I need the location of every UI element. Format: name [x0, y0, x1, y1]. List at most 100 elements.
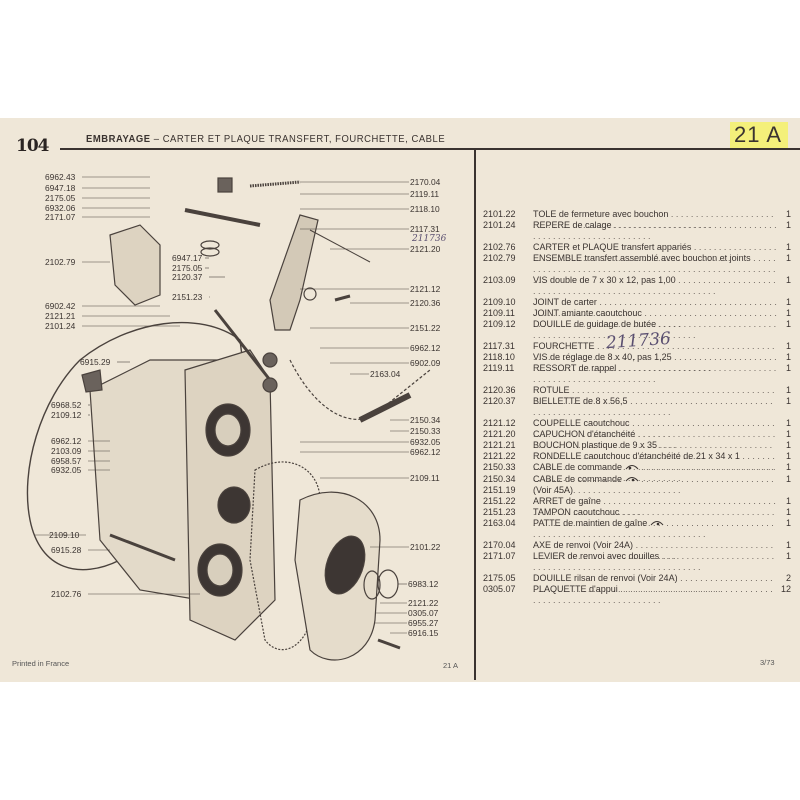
part-description: VIS double de 7 x 30 x 12, pas 1,00 [533, 275, 777, 297]
callout-right: 2121.20 [410, 244, 441, 254]
part-quantity: 1 [785, 274, 791, 285]
callout-right: 2150.34 [410, 415, 441, 425]
part-description: (Voir 45A) [533, 484, 574, 495]
part-quantity: 1 [785, 318, 791, 329]
callout-right: 2120.36 [410, 298, 441, 308]
part-number: 2121.21 [483, 440, 516, 450]
part-description: LEVIER de renvoi avec douilles [533, 551, 777, 573]
part-description: AXE de renvoi (Voir 24A) [533, 540, 777, 562]
callout-right: 2150.33 [410, 426, 441, 436]
part-description: RONDELLE caoutchouc d'étanchéité de 21 x… [533, 451, 777, 484]
callout-middle: 2151.23 [172, 292, 203, 302]
part-quantity: 1 [785, 417, 791, 428]
part-description: REPERE de calage [533, 220, 777, 242]
callout-middle: 2175.05 [172, 263, 203, 273]
part-number: 2103.09 [483, 274, 516, 285]
callout-right: 6962.12 [410, 447, 441, 457]
part-description: DOUILLE de guidage de butée [533, 319, 777, 341]
section-subtitle: – CARTER ET PLAQUE TRANSFERT, FOURCHETTE… [150, 133, 446, 145]
part-number: 2109.11 [483, 307, 515, 318]
model-number: 104 [16, 136, 49, 156]
callout-right: 6932.05 [410, 437, 441, 447]
exploded-view-diagram [26, 176, 431, 661]
callout-left: 2171.07 [45, 212, 76, 222]
part-quantity: 1 [785, 351, 791, 362]
part-number: 2171.07 [483, 551, 516, 562]
callout-right: 2117.31 [410, 224, 440, 234]
callout-right: 2151.22 [410, 323, 441, 333]
part-quantity: 1 [785, 209, 791, 219]
footer-printed: Printed in France [12, 659, 70, 668]
part-description: JOINT amiante caoutchouc [533, 308, 777, 330]
callout-right: 6962.12 [410, 343, 441, 353]
part-description: CABLE de commande [533, 462, 777, 484]
callout-left: 6947.18 [45, 183, 76, 193]
asbestos-joint [249, 461, 321, 651]
part-quantity: 12 [780, 584, 791, 595]
page-title: EMBRAYAGE – CARTER ET PLAQUE TRANSFERT, … [86, 133, 445, 145]
callout-middle: 6947.17 [172, 253, 203, 263]
part-number: 2151.19 [483, 484, 516, 495]
part-description: TAMPON caoutchouc [533, 507, 777, 529]
part-description: ROTULE [533, 385, 777, 407]
callout-left: 6902.42 [45, 301, 76, 311]
callout-left: 6932.05 [51, 465, 82, 475]
callout-middle: 2120.37 [172, 272, 203, 282]
part-quantity: 1 [785, 540, 791, 551]
parts-list-row: 2120.36ROTULE1 [483, 385, 791, 396]
part-number: 2121.12 [483, 417, 516, 428]
part-quantity: 1 [785, 296, 791, 307]
section-name: EMBRAYAGE [86, 133, 151, 145]
part-number: 2118.10 [483, 351, 515, 362]
part-description: CABLE de commande [533, 474, 777, 496]
part-description: TOLE de fermeture avec bouchon [533, 209, 777, 231]
callout-right: 2101.22 [410, 542, 441, 552]
steering-left-icon [625, 465, 638, 470]
footer-page-ref: 21 A [443, 661, 459, 670]
part-description: BIELLETTE de 8 x 56,5 [533, 396, 777, 418]
part-number: 2170.04 [483, 540, 516, 551]
callout-right: 6902.09 [410, 358, 441, 368]
bearing-bushing [81, 369, 103, 393]
relay-lever [184, 208, 261, 227]
page-reference: 21 A [730, 122, 789, 148]
part-number: 2151.23 [483, 507, 516, 518]
part-quantity: 1 [785, 496, 791, 506]
part-quantity: 1 [785, 518, 791, 529]
part-description: RESSORT de rappel [533, 363, 777, 385]
part-quantity: 1 [785, 507, 791, 518]
callout-left: 6915.29 [80, 357, 111, 367]
callout-left: 6915.28 [51, 545, 82, 555]
callout-left: 2101.24 [45, 321, 76, 331]
callout-left: 2102.76 [51, 589, 82, 599]
part-quantity: 1 [785, 307, 791, 318]
part-number: 2102.79 [483, 253, 516, 264]
callout-left: 2102.79 [45, 257, 76, 267]
part-quantity: 1 [785, 428, 791, 439]
parts-list-row: 2117.31FOURCHETTE1 [483, 341, 791, 352]
part-quantity: 1 [785, 551, 791, 562]
part-description: COUPELLE caoutchouc [533, 418, 777, 440]
callout-right: 6983.12 [408, 579, 439, 589]
part-quantity: 1 [785, 440, 791, 450]
callout-right: 2163.04 [370, 369, 401, 379]
part-quantity: 1 [785, 340, 791, 351]
callout-right: 0305.07 [408, 608, 439, 618]
callout-left: 2103.09 [51, 446, 82, 456]
part-number: 2117.31 [483, 340, 515, 351]
